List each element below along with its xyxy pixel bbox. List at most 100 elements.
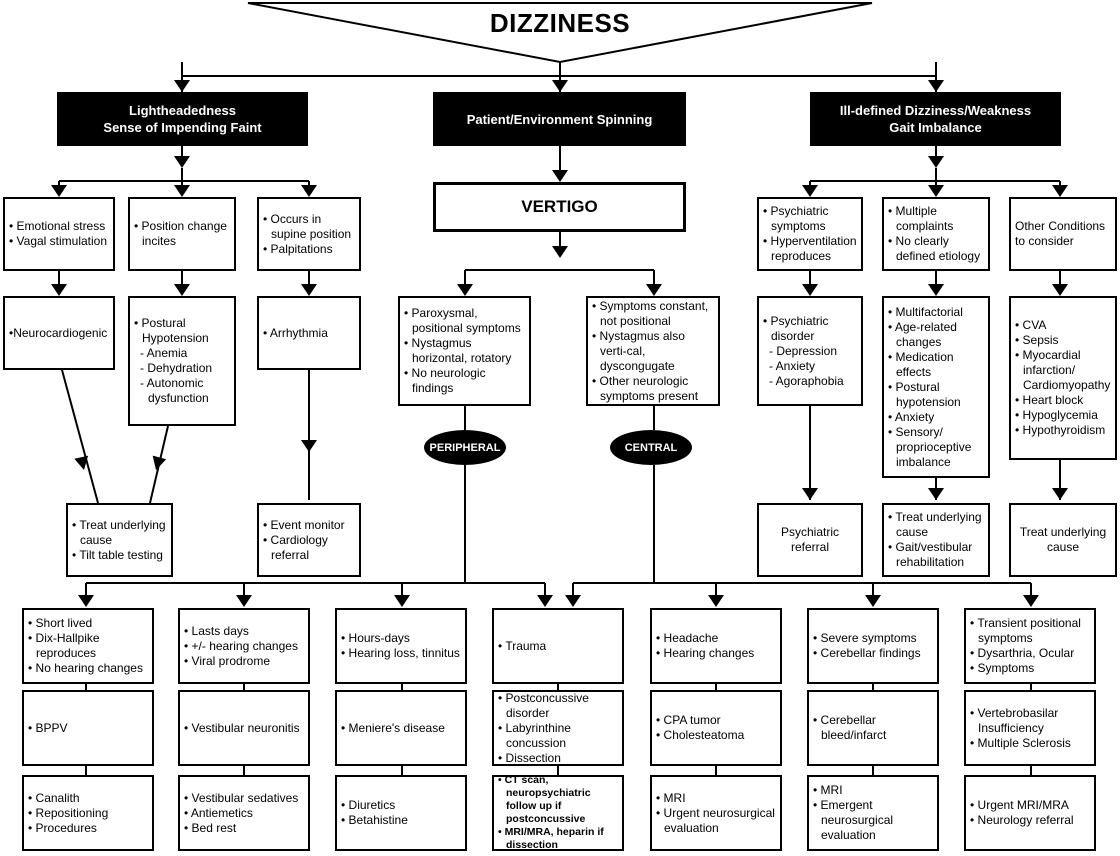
list-item: • Hearing changes [656,646,755,660]
box-col1-row3: • Canalith• Repositioning• Procedures [22,775,154,851]
list-item: - Depression [769,343,838,358]
list-item: • Sensory/ proprioceptive imbalance [888,424,972,469]
list-item: - Dehydration [140,361,213,375]
list-item: • MRI/MRA, heparin if dissection [498,826,604,851]
list-item: • Urgent neurosurgical evaluation [656,805,775,835]
vertigo-node: VERTIGO [433,182,686,232]
list-item: • No hearing changes [28,661,143,675]
list-item: • Treat underlying cause [72,517,166,547]
list-item: • CPA tumor [656,713,721,727]
central-node: CENTRAL [610,430,692,465]
box-col2-row1: • Lasts days• +/- hearing changes• Viral… [178,608,310,684]
list-item: • Postconcussive disorder [498,690,589,720]
list-item: • Myocardial infarction/ Cardiomyopathy [1015,348,1111,392]
list-item: • MRI [656,790,686,805]
box-col3-row3: • Diuretics• Betahistine [335,775,467,851]
arrowhead-20 [394,595,410,607]
box-col5-row1: • Headache• Hearing changes [650,608,782,684]
list-item: • Hearing loss, tinnitus [341,646,460,660]
arrowhead-4 [174,156,190,168]
list-item: • Antiemetics [184,805,253,820]
list-item: • Meniere's disease [341,720,445,735]
list-item: - Anemia [140,346,188,360]
list-item: • Symptoms constant, not positional [592,298,709,328]
list-item: • Neurology referral [970,813,1074,827]
arrowhead-22 [565,595,581,607]
list-item: • Treat underlying cause [888,510,982,539]
list-item: • Occurs in supine position [263,211,352,241]
arrowhead-8 [51,284,67,296]
box-col4-row3: • CT scan, neuropsychiatric follow up if… [492,774,624,851]
list-item: • Arrhythmia [263,325,328,340]
box-other-diagnoses: • CVA• Sepsis• Myocardial infarction/ Ca… [1009,296,1117,460]
box-event-monitor: • Event monitor• Cardiology referral [257,503,361,577]
box-psychiatric-disorder: • Psychiatric disorder- Depression- Anxi… [757,296,863,406]
box-col3-row1: • Hours-days• Hearing loss, tinnitus [335,608,467,684]
list-item: • Vestibular sedatives [184,790,299,805]
box-col7-row1: • Transient positional symptoms• Dysarth… [964,608,1096,684]
arrowhead-23 [708,595,724,607]
branch-lightheadedness: Lightheadedness Sense of Impending Faint [57,92,308,146]
list-item: • Emergent neurosurgical evaluation [813,798,894,842]
list-item: • Repositioning [28,805,109,820]
arrowhead-18 [78,595,94,607]
diagram-title: DIZZINESS [489,8,631,38]
arrowhead-6 [174,185,190,197]
arrowhead-13 [301,440,317,452]
list-item: • Vertebrobasilar Insufficiency [970,705,1059,735]
peripheral-node: PERIPHERAL [424,430,506,465]
arrowhead-5 [51,185,67,197]
arrowhead-11 [74,455,89,470]
arrowhead-12 [152,455,167,470]
box-multiple-complaints: • Multiple complaints• No clearly define… [882,197,990,271]
list-item: • Trauma [498,638,547,653]
list-item: • Cardiology referral [263,532,328,562]
branch-ill-defined: Ill-defined Dizziness/Weakness Gait Imba… [810,92,1061,146]
box-col1-row1: • Short lived• Dix-Hallpike reproduces• … [22,608,154,684]
list-item: • Paroxysmal, positional symptoms [404,306,521,335]
list-item: • No clearly defined etiology [888,234,981,263]
box-col2-row2: • Vestibular neuronitis [178,690,310,766]
box-position-change: • Position change incites [128,197,236,271]
list-item: • Lasts days [184,623,249,638]
list-item: • Cerebellar findings [813,646,921,660]
list-item: • Transient positional symptoms [970,616,1081,645]
list-item: • Bed rest [184,820,237,835]
arrowhead-19 [236,595,252,607]
box-col4-row1: • Trauma [492,608,624,684]
box-peripheral-features: • Paroxysmal, positional symptoms• Nysta… [398,296,531,406]
box-supine-palpitations: • Occurs in supine position• Palpitation… [257,197,361,271]
list-item: •Neurocardiogenic [9,325,108,340]
list-item: • +/- hearing changes [184,638,298,653]
arrowhead-27 [802,185,818,197]
box-treat-underlying-cause: Treat underlying cause [1009,503,1117,577]
list-item: • Sepsis [1015,333,1059,347]
box-col1-row2: • BPPV [22,690,154,766]
arrowhead-17 [646,284,662,296]
arrowhead-25 [1023,595,1039,607]
box-treat-tilt: • Treat underlying cause• Tilt table tes… [66,503,173,577]
branch-spinning: Patient/Environment Spinning [433,92,686,146]
list-item: • Labyrinthine concussion [498,720,571,750]
arrowhead-24 [865,595,881,607]
box-emotional-stress: • Emotional stress• Vagal stimulation [3,197,115,271]
box-col7-row2: • Vertebrobasilar Insufficiency• Multipl… [964,690,1096,766]
box-neurocardiogenic: •Neurocardiogenic [3,296,115,370]
arrowhead-26 [928,156,944,168]
arrowhead-33 [802,488,818,500]
list-item: • Psychiatric symptoms [763,204,829,233]
list-item: • Event monitor [263,517,345,532]
list-item: • Position change incites [134,219,227,248]
list-item: • Vagal stimulation [9,234,108,248]
box-psychiatric-referral: Psychiatric referral [757,503,863,577]
arrowhead-1 [174,80,190,92]
list-item: • Diuretics [341,798,396,812]
list-item: • Canalith [28,790,80,805]
list-item: - Agoraphobia [769,373,844,388]
box-col4-row2: • Postconcussive disorder• Labyrinthine … [492,690,624,766]
box-col7-row3: • Urgent MRI/MRA• Neurology referral [964,775,1096,851]
arrowhead-14 [552,170,568,182]
list-item: • Gait/vestibular rehabilitation [888,540,973,569]
list-item: • CVA [1015,318,1047,332]
list-item: • Cerebellar bleed/infarct [813,713,887,742]
